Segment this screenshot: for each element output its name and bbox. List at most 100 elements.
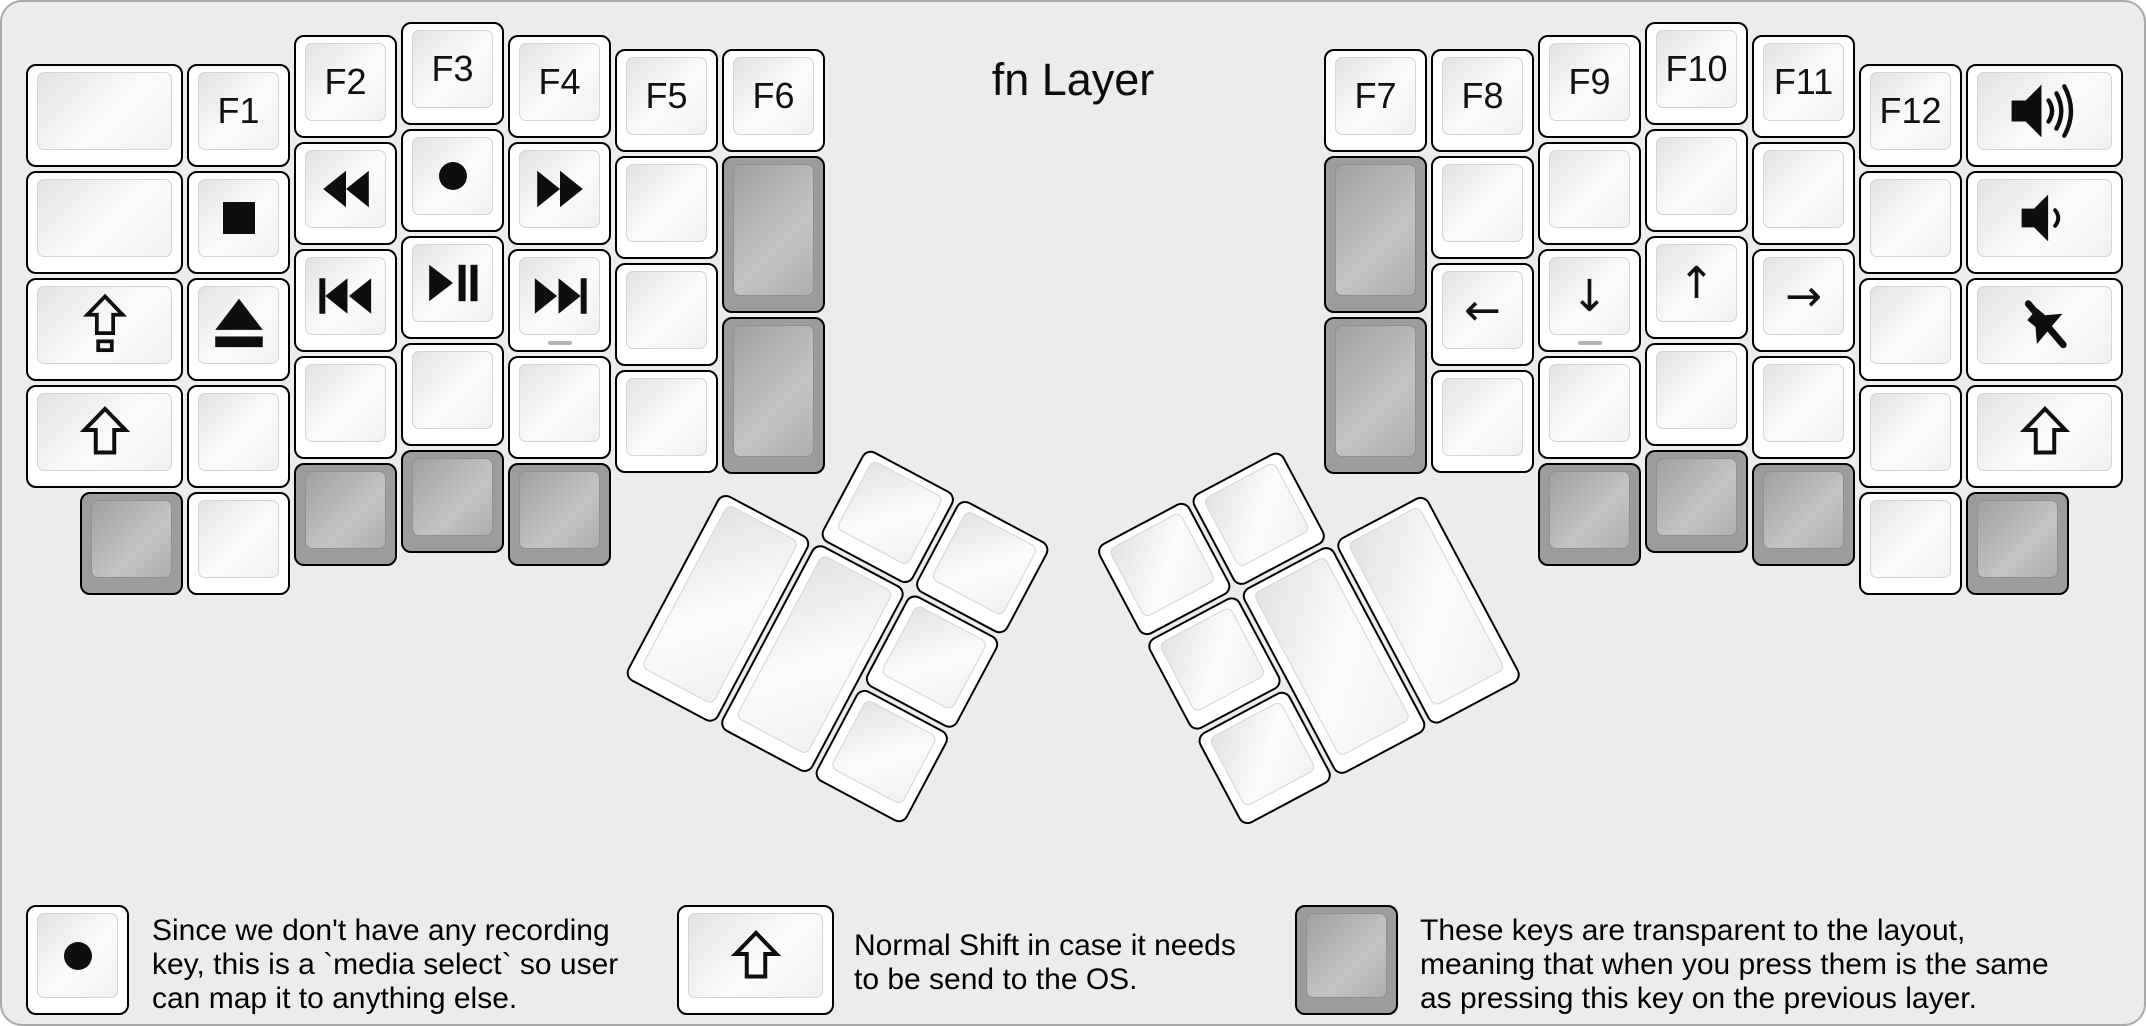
key-eject[interactable] bbox=[187, 278, 290, 381]
key-blank[interactable] bbox=[1431, 370, 1534, 473]
keytop bbox=[305, 364, 386, 442]
key-f6[interactable]: F6 bbox=[722, 49, 825, 152]
key-transparent[interactable] bbox=[1324, 317, 1427, 474]
keytop bbox=[1656, 137, 1737, 215]
key-transparent[interactable] bbox=[1538, 463, 1641, 566]
keytop: F11 bbox=[1763, 43, 1844, 121]
key-caps-lock[interactable] bbox=[26, 278, 183, 381]
key-transparent[interactable] bbox=[722, 317, 825, 474]
key-blank[interactable] bbox=[1752, 142, 1855, 245]
caps-lock-icon bbox=[71, 291, 139, 359]
keytop bbox=[626, 378, 707, 456]
key-next-track[interactable] bbox=[508, 249, 611, 352]
keytop bbox=[1870, 179, 1951, 257]
key-blank[interactable] bbox=[615, 370, 718, 473]
key-play-pause[interactable] bbox=[401, 236, 504, 339]
key-transparent[interactable] bbox=[1324, 156, 1427, 313]
key-label: ↓ bbox=[1571, 270, 1608, 322]
key-arrow-down[interactable]: ↓ bbox=[1538, 249, 1641, 352]
key-arrow-right[interactable]: → bbox=[1752, 249, 1855, 352]
key-blank[interactable] bbox=[26, 64, 183, 167]
key-f7[interactable]: F7 bbox=[1324, 49, 1427, 152]
key-f11[interactable]: F11 bbox=[1752, 35, 1855, 138]
keytop bbox=[1108, 511, 1217, 619]
legend-line: key, this is a `media select` so user bbox=[152, 948, 619, 981]
keytop: F5 bbox=[626, 57, 707, 135]
keytop bbox=[519, 471, 600, 549]
keytop bbox=[1977, 72, 2112, 150]
key-volume-up[interactable] bbox=[1966, 64, 2123, 167]
key-prev-track[interactable] bbox=[294, 249, 397, 352]
key-transparent[interactable] bbox=[508, 463, 611, 566]
key-volume-down[interactable] bbox=[1966, 171, 2123, 274]
key-label: F2 bbox=[324, 61, 367, 102]
key-rewind[interactable] bbox=[294, 142, 397, 245]
keytop bbox=[91, 500, 172, 578]
legend-sample-key bbox=[26, 905, 129, 1015]
key-f3[interactable]: F3 bbox=[401, 22, 504, 125]
key-f10[interactable]: F10 bbox=[1645, 22, 1748, 125]
key-fast-forward[interactable] bbox=[508, 142, 611, 245]
key-blank[interactable] bbox=[1645, 129, 1748, 232]
key-transparent[interactable] bbox=[1752, 463, 1855, 566]
key-f12[interactable]: F12 bbox=[1859, 64, 1962, 167]
keytop bbox=[305, 150, 386, 228]
key-transparent[interactable] bbox=[294, 463, 397, 566]
prev-track-icon bbox=[309, 259, 383, 333]
key-media-select[interactable] bbox=[401, 129, 504, 232]
rewind-icon bbox=[308, 151, 384, 227]
key-transparent[interactable] bbox=[1966, 492, 2069, 595]
key-label: F8 bbox=[1461, 75, 1504, 116]
key-blank[interactable] bbox=[187, 385, 290, 488]
key-blank[interactable] bbox=[1538, 142, 1641, 245]
key-transparent[interactable] bbox=[722, 156, 825, 313]
legend-text-transparent: These keys are transparent to the layout… bbox=[1420, 914, 2049, 1016]
keytop bbox=[198, 500, 279, 578]
key-blank[interactable] bbox=[1431, 156, 1534, 259]
keytop bbox=[1977, 286, 2112, 364]
keytop bbox=[733, 325, 814, 457]
key-transparent[interactable] bbox=[1645, 450, 1748, 553]
key-stop[interactable] bbox=[187, 171, 290, 274]
key-blank[interactable] bbox=[1859, 171, 1962, 274]
keytop bbox=[1656, 351, 1737, 429]
key-blank[interactable] bbox=[187, 492, 290, 595]
key-f8[interactable]: F8 bbox=[1431, 49, 1534, 152]
homing-bar bbox=[1577, 341, 1602, 345]
key-f4[interactable]: F4 bbox=[508, 35, 611, 138]
key-blank[interactable] bbox=[1859, 278, 1962, 381]
key-label: ← bbox=[1464, 284, 1501, 336]
legend-line: to be send to the OS. bbox=[854, 963, 1138, 996]
key-f9[interactable]: F9 bbox=[1538, 35, 1641, 138]
keytop: F10 bbox=[1656, 30, 1737, 108]
keytop: F2 bbox=[305, 43, 386, 121]
key-arrow-left[interactable]: ← bbox=[1431, 263, 1534, 366]
key-blank[interactable] bbox=[401, 343, 504, 446]
key-f2[interactable]: F2 bbox=[294, 35, 397, 138]
keytop: F8 bbox=[1442, 57, 1523, 135]
keytop bbox=[519, 257, 600, 335]
key-arrow-up[interactable]: ↑ bbox=[1645, 236, 1748, 339]
key-mute[interactable] bbox=[1966, 278, 2123, 381]
key-f1[interactable]: F1 bbox=[187, 64, 290, 167]
key-blank[interactable] bbox=[26, 171, 183, 274]
key-f5[interactable]: F5 bbox=[615, 49, 718, 152]
key-shift[interactable] bbox=[1966, 385, 2123, 488]
key-blank[interactable] bbox=[615, 156, 718, 259]
keytop bbox=[1158, 606, 1267, 713]
key-blank[interactable] bbox=[1752, 356, 1855, 459]
key-blank[interactable] bbox=[508, 356, 611, 459]
key-shift[interactable] bbox=[26, 385, 183, 488]
key-blank[interactable] bbox=[294, 356, 397, 459]
key-label: F3 bbox=[431, 48, 474, 89]
key-blank[interactable] bbox=[1538, 356, 1641, 459]
keytop bbox=[733, 164, 814, 296]
key-blank[interactable] bbox=[1859, 385, 1962, 488]
keytop: F3 bbox=[412, 30, 493, 108]
keytop bbox=[412, 458, 493, 536]
key-transparent[interactable] bbox=[80, 492, 183, 595]
key-transparent[interactable] bbox=[401, 450, 504, 553]
key-blank[interactable] bbox=[615, 263, 718, 366]
key-blank[interactable] bbox=[1859, 492, 1962, 595]
key-blank[interactable] bbox=[1645, 343, 1748, 446]
